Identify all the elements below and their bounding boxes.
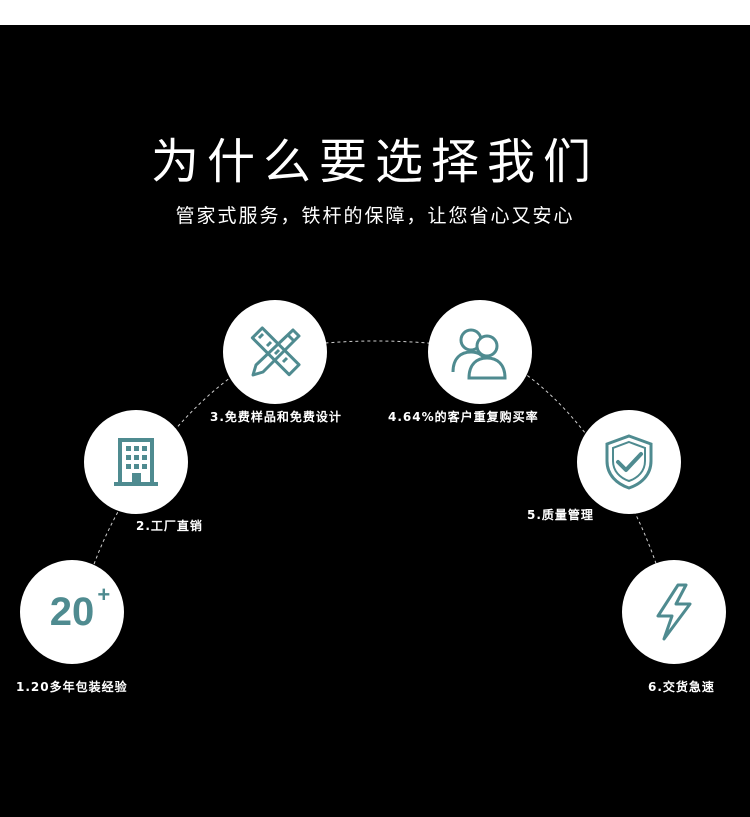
page-subtitle: 管家式服务，铁杆的保障，让您省心又安心: [175, 205, 575, 227]
feature-6-label: 6.交货急速: [648, 680, 715, 694]
feature-1-label: 1.20多年包装经验: [16, 680, 128, 694]
feature-4-label: 4.64%的客户重复购买率: [388, 410, 539, 424]
ruler-pencil-icon: [250, 326, 301, 377]
feature-3-label: 3.免费样品和免费设计: [210, 410, 342, 424]
feature-1-number: 20: [49, 589, 95, 634]
shield-check-icon: [605, 434, 653, 490]
feature-5-label: 5.质量管理: [527, 508, 594, 522]
feature-1-suffix: +: [97, 581, 111, 607]
feature-3-circle: [223, 300, 327, 404]
building-icon: [114, 438, 158, 486]
top-strip: [0, 0, 750, 25]
feature-2-circle: [84, 410, 188, 514]
feature-2-label: 2.工厂直销: [136, 519, 203, 533]
feature-6-circle: [622, 560, 726, 664]
years-20-plus-icon: 20+: [49, 582, 111, 635]
page-title: 为什么要选择我们: [150, 134, 599, 190]
users-icon: [451, 328, 507, 380]
feature-1-circle: 20+: [20, 560, 124, 664]
feature-4-circle: [428, 300, 532, 404]
feature-5-circle: [577, 410, 681, 514]
lightning-icon: [656, 583, 692, 641]
